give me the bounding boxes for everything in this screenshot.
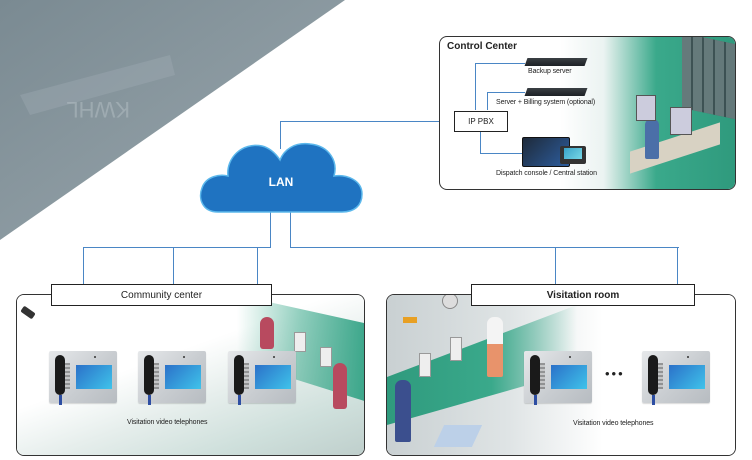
backup-server-label: Backup server: [528, 68, 572, 75]
desk-phone-icon: [560, 146, 586, 164]
wall-phone: [294, 332, 306, 352]
visitation-video-telephone[interactable]: [642, 351, 710, 405]
wire-drop-4: [555, 247, 556, 284]
wire-pbx-dispatch: [480, 131, 481, 153]
alarm-light-icon: [403, 317, 417, 323]
inmate-figure: [487, 317, 503, 377]
monitor: [670, 107, 692, 135]
ip-pbx-box[interactable]: IP PBX: [454, 111, 508, 132]
wire-pbx-billing-h: [487, 92, 525, 93]
visitation-video-telephone[interactable]: [228, 351, 296, 405]
dispatch-console-label: Dispatch console / Central station: [496, 170, 597, 177]
visitation-video-telephone[interactable]: [138, 351, 206, 405]
wire-lan-to-control-h: [280, 121, 440, 122]
svg-text:KWHL: KWHL: [66, 97, 130, 122]
wire-pbx-dispatch-h: [480, 153, 522, 154]
visitation-room-title[interactable]: Visitation room: [471, 284, 695, 306]
community-center-caption: Visitation video telephones: [127, 419, 208, 426]
more-phones-ellipsis: •••: [605, 366, 625, 381]
control-center-title: Control Center: [447, 41, 517, 52]
visitor-figure: [333, 363, 347, 409]
wire-pbx-backup: [475, 63, 476, 110]
lan-label: LAN: [268, 175, 294, 189]
wall-clock-icon: [442, 295, 458, 309]
visitation-video-telephone[interactable]: [49, 351, 117, 405]
wire-right-bus: [290, 247, 679, 248]
monitor: [636, 95, 656, 121]
wall-phone: [450, 337, 462, 361]
wall-phone: [419, 353, 431, 377]
wire-drop-2: [173, 247, 174, 284]
wire-left-bus: [83, 247, 271, 248]
wire-lan-down-left: [270, 210, 271, 248]
guard-figure: [395, 380, 411, 442]
visitation-video-telephone[interactable]: [524, 351, 592, 405]
wire-pbx-backup-h: [475, 63, 525, 64]
wall-phone: [320, 347, 332, 367]
backup-server-icon: [524, 58, 588, 66]
billing-server-icon: [524, 88, 588, 96]
wire-lan-down-right: [290, 210, 291, 248]
wire-drop-1: [83, 247, 84, 284]
wire-lan-to-control: [280, 121, 281, 149]
wire-drop-5: [677, 247, 678, 284]
community-center-title[interactable]: Community center: [51, 284, 272, 306]
wire-drop-3: [257, 247, 258, 284]
visitor-figure: [260, 317, 274, 349]
wire-pbx-billing: [487, 92, 488, 110]
lan-cloud-icon[interactable]: [196, 138, 366, 214]
visitation-room-caption: Visitation video telephones: [573, 420, 654, 427]
billing-server-label: Server + Billing system (optional): [496, 99, 596, 106]
operator-figure: [645, 119, 659, 159]
